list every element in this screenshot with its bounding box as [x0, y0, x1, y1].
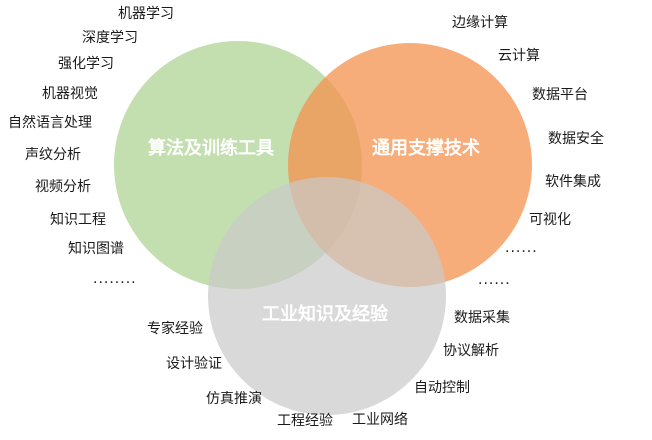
bottom-left-item: 工程经验 [277, 413, 333, 429]
left-ellipsis: ........ [93, 271, 137, 287]
left-item: 视频分析 [35, 179, 91, 195]
bottom-right-item: 协议解析 [443, 343, 499, 359]
industrial-title: 工业知识及经验 [262, 304, 388, 325]
mid-ellipsis: ...... [478, 272, 511, 288]
right-item: 数据安全 [548, 131, 604, 147]
left-item: 声纹分析 [25, 147, 81, 163]
bottom-right-item: 自动控制 [414, 380, 470, 396]
left-item: 知识工程 [50, 212, 106, 228]
left-item: 强化学习 [58, 56, 114, 72]
industrial-circle [208, 177, 446, 415]
left-item: 机器视觉 [42, 86, 98, 102]
algorithms-title: 算法及训练工具 [148, 138, 274, 159]
right-item: 可视化 [529, 212, 571, 228]
left-item: 机器学习 [118, 6, 174, 22]
right-item: 云计算 [498, 48, 540, 64]
right-item: 边缘计算 [452, 15, 508, 31]
bottom-left-item: 专家经验 [147, 321, 203, 337]
right-ellipsis: ...... [505, 240, 538, 256]
support-title: 通用支撑技术 [372, 138, 480, 159]
left-item: 知识图谱 [68, 241, 124, 257]
right-item: 软件集成 [545, 174, 601, 190]
left-item: 自然语言处理 [8, 115, 92, 131]
bottom-left-item: 仿真推演 [206, 391, 262, 407]
bottom-right-item: 工业网络 [352, 412, 408, 428]
bottom-right-item: 数据采集 [454, 310, 510, 326]
bottom-left-item: 设计验证 [166, 356, 222, 372]
right-item: 数据平台 [532, 87, 588, 103]
left-item: 深度学习 [82, 30, 138, 46]
